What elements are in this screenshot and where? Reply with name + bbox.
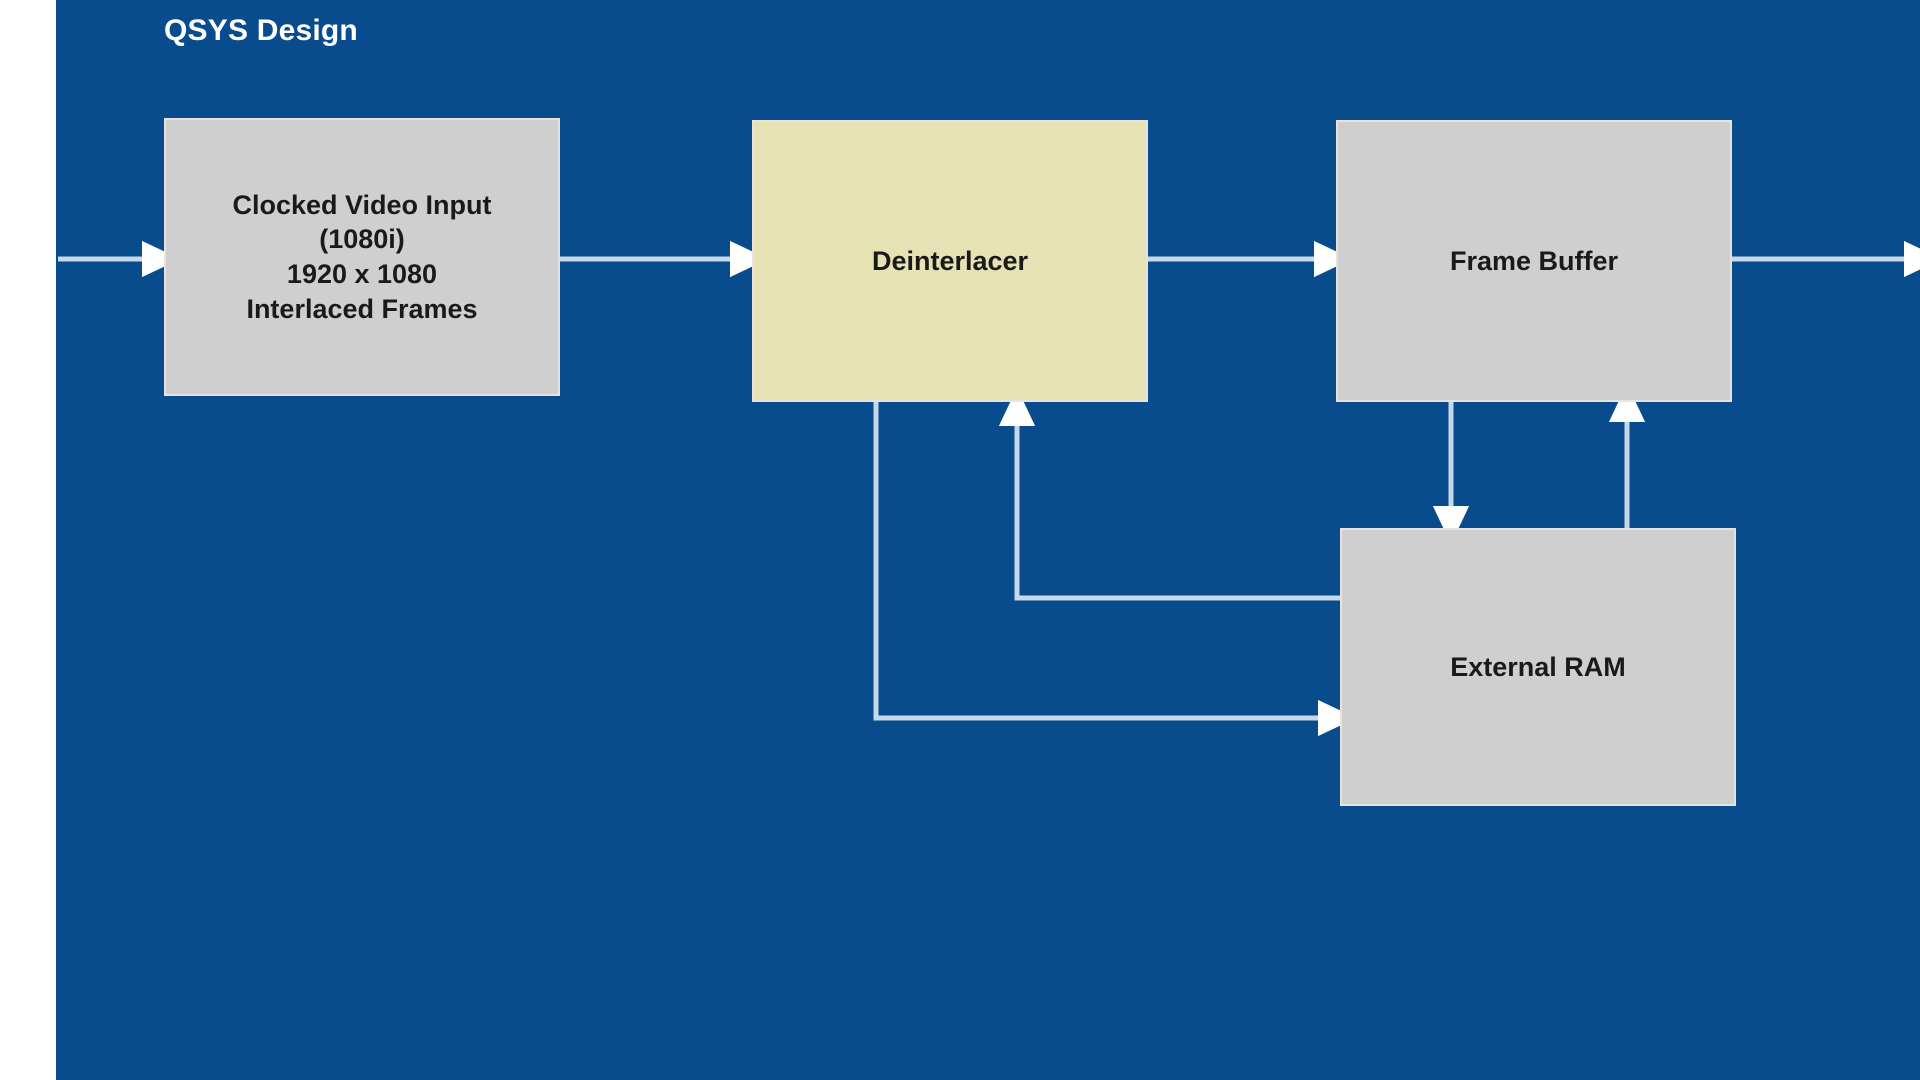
node-external-ram-label: External RAM (1450, 651, 1626, 682)
node-clocked-video-input[interactable]: Clocked Video Input (1080i) 1920 x 1080 … (164, 118, 560, 396)
node-external-ram[interactable]: External RAM (1340, 528, 1736, 806)
node-frame-buffer-label: Frame Buffer (1449, 245, 1619, 276)
node-deinterlacer[interactable]: Deinterlacer (752, 120, 1148, 402)
node-clocked-video-input-label: Clocked Video Input (1080i) 1920 x 1080 … (232, 189, 492, 324)
node-frame-buffer[interactable]: Frame Buffer (1336, 120, 1732, 402)
page-title: QSYS Design (164, 14, 358, 47)
node-deinterlacer-label: Deinterlacer (871, 245, 1029, 276)
